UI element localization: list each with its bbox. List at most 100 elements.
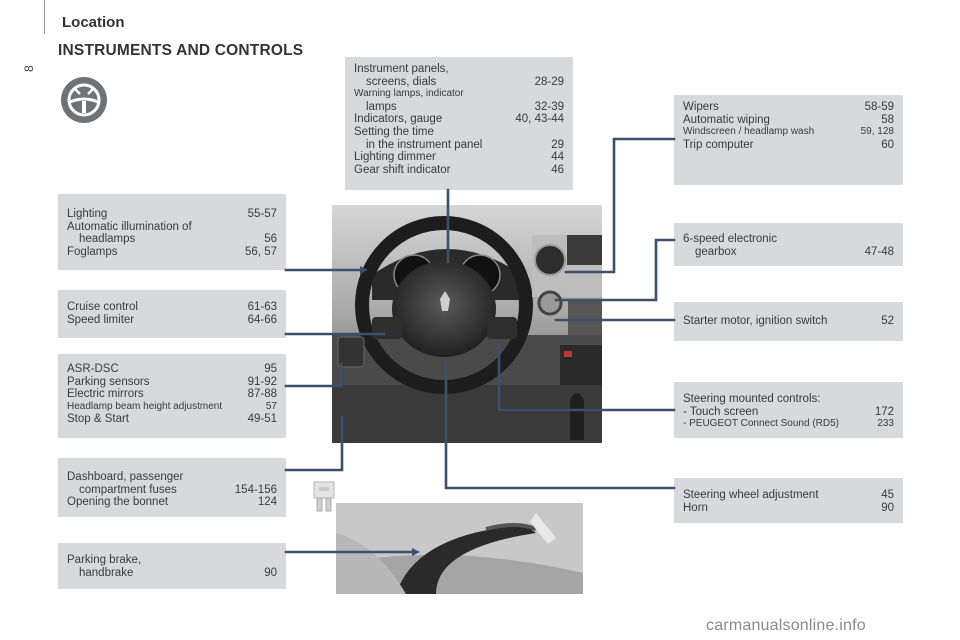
entry-label: Gear shift indicator: [354, 163, 451, 176]
entry-page: 55-57: [247, 208, 277, 220]
entry-page: 32-39: [534, 100, 564, 113]
section-title: Location: [62, 14, 125, 31]
fuse-icon: [313, 481, 335, 512]
box-parking: Parking brake,handbrake 90: [58, 543, 286, 589]
box-entry: Setting the time: [354, 126, 564, 139]
box-entry: Windscreen / headlamp wash 59, 128: [683, 126, 894, 139]
entry-page: 90: [264, 566, 277, 579]
entry-label: screens, dials: [366, 75, 437, 88]
entry-page: 95: [264, 363, 277, 375]
entry-page: 233: [877, 418, 894, 430]
entry-label: Setting the time: [354, 125, 434, 138]
box-entry: Parking brake,: [67, 554, 277, 567]
entry-page: 58-59: [864, 101, 894, 113]
box-entry: Steering mounted controls:: [683, 393, 894, 406]
entry-page: 59, 128: [860, 126, 894, 138]
entry-page: 60: [881, 138, 894, 151]
entry-label: Lighting dimmer: [354, 151, 436, 164]
box-entry: Warning lamps, indicator: [354, 88, 564, 101]
entry-page: 172: [874, 405, 894, 418]
entry-label: Speed limiter: [67, 313, 135, 326]
box-entry: - PEUGEOT Connect Sound (RD5) 233: [683, 418, 894, 431]
entry-label: Headlamp beam height adjustment: [67, 400, 223, 412]
entry-label: Parking brake,: [67, 554, 142, 566]
watermark: carmanualsonline.info: [706, 617, 866, 634]
box-entry: Automatic illumination of: [67, 221, 277, 234]
entry-page: 58: [881, 113, 894, 126]
entry-label: Steering wheel adjustment: [683, 489, 819, 501]
box-entry: handbrake 90: [67, 567, 277, 580]
entry-page: 56: [264, 233, 277, 246]
box-entry: Instrument panels,: [354, 63, 564, 76]
entry-label: - PEUGEOT Connect Sound (RD5): [683, 418, 839, 430]
entry-label: Electric mirrors: [67, 388, 144, 401]
box-entry: Lighting 55-57: [67, 208, 277, 221]
entry-label: Cruise control: [67, 301, 138, 313]
entry-page: 49-51: [247, 413, 277, 426]
box-entry: compartment fuses 154-156: [67, 484, 277, 497]
box-entry: Cruise control 61-63: [67, 301, 277, 314]
box-entry: Parking sensors 91-92: [67, 376, 277, 389]
box-entry: 6-speed electronic: [683, 233, 894, 246]
box-steering-controls: Steering mounted controls:- Touch screen…: [674, 382, 903, 438]
entry-label: Lighting: [67, 208, 108, 220]
box-entry: lamps 32-39: [354, 101, 564, 114]
entry-page: 52: [881, 315, 894, 327]
entry-page: 40, 43-44: [515, 113, 564, 126]
entry-label: Windscreen / headlamp wash: [683, 126, 815, 138]
handbrake-photo: [336, 503, 583, 594]
entry-label: ASR-DSC: [67, 363, 119, 375]
entry-label: Starter motor, ignition switch: [683, 315, 828, 327]
box-entry: screens, dials 28-29: [354, 76, 564, 89]
steering-wheel-icon: [61, 77, 107, 123]
entry-page: 28-29: [534, 75, 564, 88]
page-number: 8: [22, 65, 36, 72]
box-entry: ASR-DSC 95: [67, 363, 277, 376]
entry-label: in the instrument panel: [366, 138, 483, 151]
entry-label: lamps: [366, 100, 397, 113]
entry-page: 57: [265, 400, 277, 412]
entry-label: gearbox: [695, 245, 737, 258]
entry-label: Trip computer: [683, 138, 754, 151]
entry-label: Horn: [683, 501, 708, 514]
entry-page: 91-92: [247, 375, 277, 388]
entry-page: 154-156: [234, 483, 277, 496]
entry-page: 56, 57: [245, 245, 277, 258]
entry-page: 61-63: [247, 301, 277, 313]
box-entry: Indicators, gauge 40, 43-44: [354, 113, 564, 126]
box-entry: Dashboard, passenger: [67, 471, 277, 484]
box-starter: Starter motor, ignition switch 52: [674, 302, 903, 341]
entry-label: Warning lamps, indicator: [354, 88, 464, 100]
entry-label: Dashboard, passenger: [67, 471, 184, 483]
entry-label: Parking sensors: [67, 375, 150, 388]
box-entry: - Touch screen 172: [683, 406, 894, 419]
page-title: INSTRUMENTS AND CONTROLS: [58, 42, 304, 59]
entry-label: compartment fuses: [79, 483, 177, 496]
entry-label: Indicators, gauge: [354, 113, 443, 126]
entry-label: 6-speed electronic: [683, 233, 777, 245]
box-entry: Headlamp beam height adjustment 57: [67, 401, 277, 414]
entry-label: handbrake: [79, 566, 134, 579]
entry-label: Automatic illumination of: [67, 220, 192, 233]
entry-label: Instrument panels,: [354, 63, 449, 75]
entry-label: Steering mounted controls:: [683, 393, 821, 405]
box-entry: Trip computer 60: [683, 139, 894, 152]
entry-label: - Touch screen: [683, 405, 759, 418]
